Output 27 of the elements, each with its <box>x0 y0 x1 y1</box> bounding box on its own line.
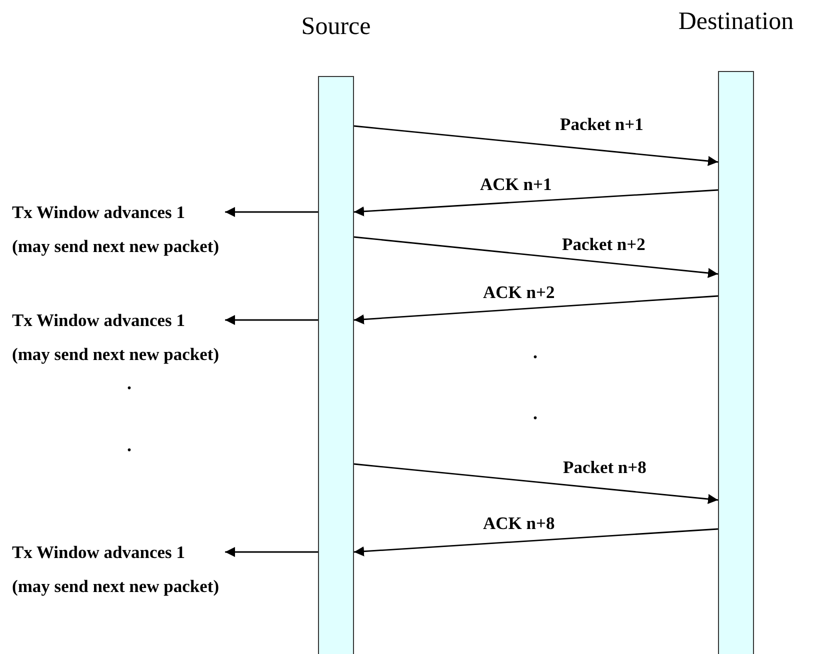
window-note-detail: (may send next new packet) <box>12 235 220 258</box>
window-note-detail: (may send next new packet) <box>12 343 220 366</box>
window-note: Tx Window advances 1 <box>12 541 186 564</box>
edge-label: Packet n+1 <box>560 114 644 134</box>
edge-label: ACK n+1 <box>480 174 552 194</box>
message-arrow <box>354 528 718 556</box>
message-arrow <box>354 236 718 278</box>
edge-label: Packet n+2 <box>562 234 646 254</box>
window-note: Tx Window advances 1 <box>12 201 186 224</box>
window-note: Tx Window advances 1 <box>12 309 186 332</box>
edge-label: ACK n+2 <box>483 282 555 302</box>
ellipsis-dot: . <box>533 343 538 361</box>
message-arrow <box>225 207 318 217</box>
message-arrow <box>225 315 318 325</box>
participant-label: Destination <box>678 8 794 36</box>
ellipsis-dot: . <box>533 404 538 422</box>
message-arrow <box>225 547 318 557</box>
message-arrow <box>354 295 718 324</box>
ellipsis-dot: . <box>127 374 132 392</box>
message-arrow <box>354 189 718 216</box>
window-note-detail: (may send next new packet) <box>12 575 220 598</box>
message-arrow <box>354 125 718 166</box>
participant-label: Source <box>301 13 371 41</box>
message-arrow <box>354 463 718 504</box>
ellipsis-dot: . <box>127 436 132 454</box>
edge-label: ACK n+8 <box>483 513 555 533</box>
edge-label: Packet n+8 <box>563 457 646 477</box>
